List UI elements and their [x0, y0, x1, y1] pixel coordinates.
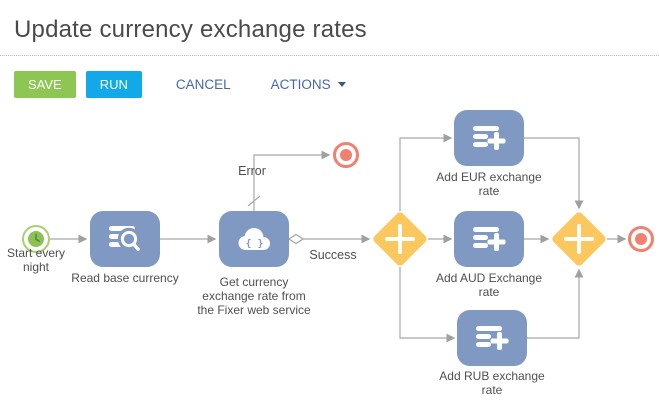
add-data-icon [476, 326, 509, 350]
run-button[interactable]: RUN [85, 71, 142, 98]
actions-label: ACTIONS [270, 77, 331, 92]
flow-eur-to-join[interactable] [524, 137, 584, 210]
flow-connectors [50, 133, 627, 343]
parallel-gateway-split[interactable] [371, 210, 429, 268]
terminate-icon [635, 233, 647, 245]
task-add-rub-label: Add RUB exchange rate [439, 369, 545, 397]
condition-port-icon [287, 233, 305, 245]
error-end-event[interactable] [333, 142, 359, 168]
page-title: Update currency exchange rates [14, 16, 367, 43]
end-event[interactable] [628, 226, 654, 252]
flow-gateway-to-rub[interactable] [399, 267, 456, 343]
default-flow-marker [247, 195, 261, 207]
task-add-rub[interactable] [457, 310, 527, 366]
save-button[interactable]: SAVE [14, 71, 76, 98]
clock-icon [28, 231, 44, 247]
start-event-label: Start every night [6, 246, 66, 274]
actions-menu-button[interactable]: ACTIONS [267, 71, 350, 98]
plus-icon [577, 224, 581, 254]
braces-glyph: { } [245, 239, 263, 250]
success-flow-label: Success [309, 248, 357, 262]
task-get-exchange-rate-label: Get currency exchange rate from the Fixe… [197, 275, 311, 317]
error-flow-label: Error [238, 164, 266, 178]
task-add-eur[interactable] [454, 110, 524, 166]
title-separator [0, 55, 659, 56]
cancel-button[interactable]: CANCEL [172, 71, 235, 98]
add-data-icon [473, 126, 506, 150]
task-add-eur-label: Add EUR exchange rate [436, 170, 542, 198]
parallel-gateway-join[interactable] [550, 210, 608, 268]
flow-gateway-to-eur[interactable] [399, 133, 453, 211]
flow-rub-to-join[interactable] [527, 268, 584, 339]
task-add-aud-label: Add AUD Exchange rate [435, 271, 543, 299]
terminate-icon [340, 149, 352, 161]
task-read-base-currency[interactable] [90, 211, 160, 267]
task-read-base-currency-label: Read base currency [71, 271, 179, 285]
toolbar: SAVE RUN CANCEL ACTIONS [14, 71, 350, 98]
task-get-exchange-rate[interactable]: { } [219, 211, 289, 267]
read-data-icon [109, 226, 142, 253]
start-event[interactable] [22, 225, 50, 253]
web-service-icon: { } [238, 228, 270, 250]
flow-error-to-end[interactable] [253, 150, 331, 211]
add-data-icon [473, 227, 506, 251]
chevron-down-icon [337, 82, 346, 87]
plus-icon [398, 224, 402, 254]
task-add-aud[interactable] [454, 211, 524, 267]
